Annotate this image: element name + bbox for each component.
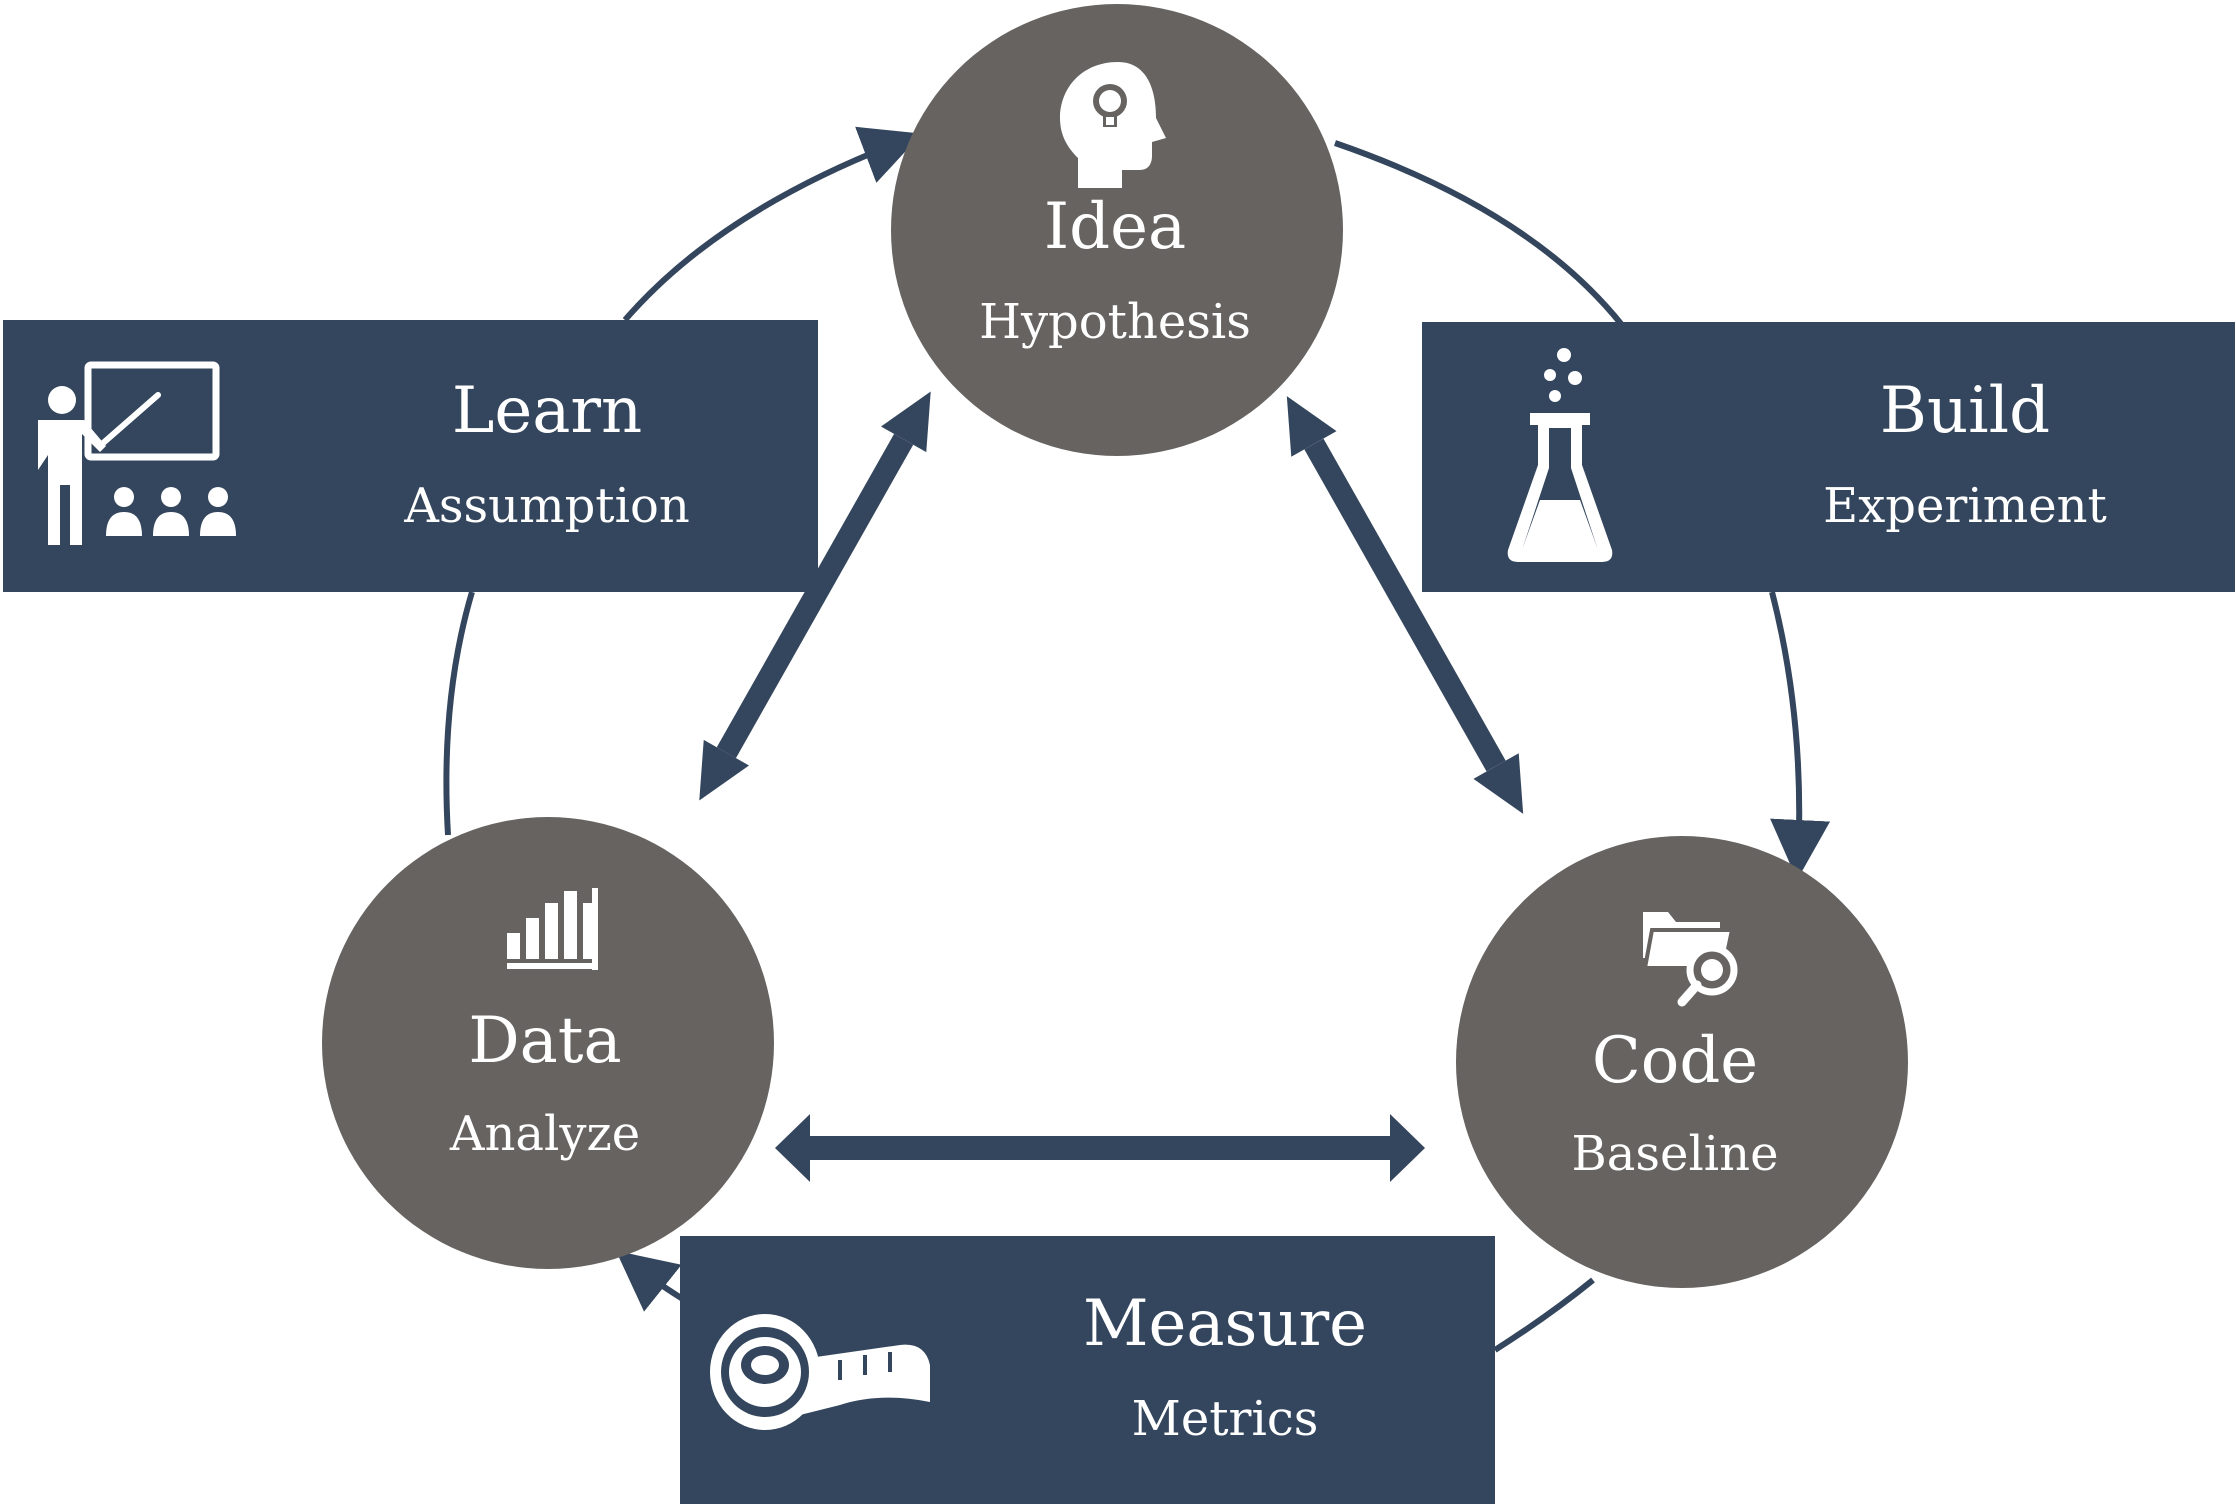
node-idea: Idea Hypothesis [891,4,1343,456]
stage-build: Build Experiment [1422,322,2235,592]
node-idea-subtitle: Hypothesis [979,294,1251,350]
stage-learn-subtitle: Assumption [403,478,690,534]
double-arrow-data-code [775,1114,1425,1182]
arc-idea-to-build [1334,140,1625,327]
node-code-title: Code [1592,1024,1758,1098]
double-arrow-idea-code [1286,396,1524,814]
folder-search-icon [1642,912,1738,1007]
inner-triangle [699,391,1524,1182]
node-data-subtitle: Analyze [449,1106,640,1162]
node-data-title: Data [468,1004,621,1078]
stage-build-subtitle: Experiment [1823,478,2107,534]
stage-learn-title: Learn [452,374,642,448]
stage-measure: Measure Metrics [680,1236,1495,1504]
stage-learn: Learn Assumption [3,320,818,592]
stage-measure-subtitle: Metrics [1132,1391,1319,1447]
tape-measure-icon [710,1314,930,1430]
node-code: Code Baseline [1456,836,1908,1288]
stage-build-title: Build [1880,374,2050,448]
node-code-subtitle: Baseline [1572,1126,1779,1182]
arc-learn-to-data [443,591,475,836]
arc-code-to-measure [1493,1277,1595,1353]
node-idea-title: Idea [1044,190,1186,264]
double-arrow-idea-data [699,391,931,801]
arc-learn-to-idea [622,126,922,322]
head-lightbulb-icon [1060,62,1166,188]
flask-icon [1507,348,1613,562]
node-data: Data Analyze [322,817,774,1269]
bar-chart-icon [507,888,598,970]
stage-measure-title: Measure [1083,1287,1367,1361]
arc-build-to-code [1769,591,1831,880]
teacher-presentation-icon [38,361,236,545]
